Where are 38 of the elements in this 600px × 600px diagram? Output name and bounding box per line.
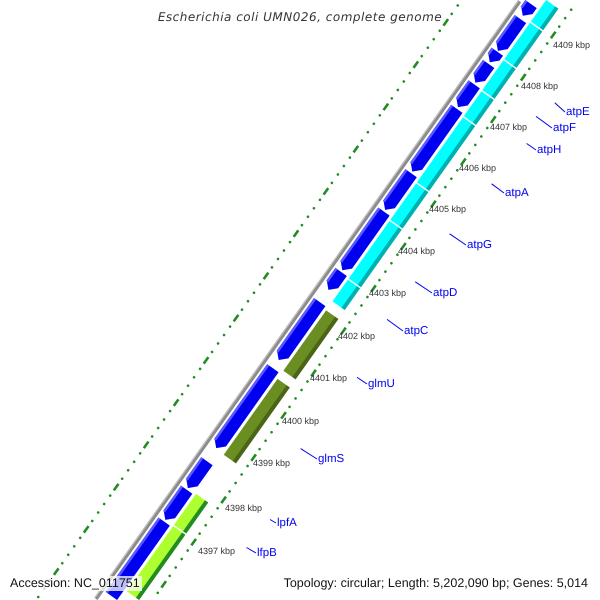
leader-line [269,519,276,524]
gene-label: atpH [537,143,562,157]
gene-label: atpC [404,324,428,338]
gene-label: lpfA [277,516,297,530]
leader-line [356,376,368,384]
tick-label: 4407 kbp [490,122,528,132]
tick-label: 4400 kbp [282,416,320,426]
tick-label: 4397 kbp [198,546,236,556]
gene-label: atpE [566,105,590,119]
footer-text: Topology: circular; Length: 5,202,090 bp; Genes: 5,014 [282,576,590,591]
gene-label: atpF [553,121,576,135]
leader-line [246,547,256,554]
leader-line [386,318,404,332]
tick-label: 4405 kbp [429,204,466,214]
gene-label: atpA [505,186,529,200]
tick-label: 4404 kbp [398,246,436,256]
leader-line [414,281,432,294]
tick-label: 4402 kbp [338,331,376,341]
tick-label: 4401 kbp [310,373,348,383]
tick-label: 4399 kbp [253,458,290,468]
leader-line [526,143,536,150]
leader-line [449,233,466,246]
gene-label: glmU [368,377,395,391]
leader-line [554,102,566,112]
leader-line [536,116,552,128]
tick-label: 4409 kbp [553,40,590,50]
footer-text: Accession: NC_011751 [8,576,142,591]
gene-label: lfpB [257,546,277,560]
tick-label: 4403 kbp [369,288,406,298]
gene-label: atpG [467,238,492,252]
tick-label: 4398 kbp [225,503,262,513]
tick-label: 4408 kbp [521,81,558,91]
gene-label: glmS [318,452,344,466]
leader-line [491,183,504,194]
map-title: Escherichia coli UMN026, complete genome [158,9,442,25]
tick-label: 4406 kbp [459,163,496,173]
gene-label: atpD [433,286,458,300]
leader-line [300,448,318,460]
